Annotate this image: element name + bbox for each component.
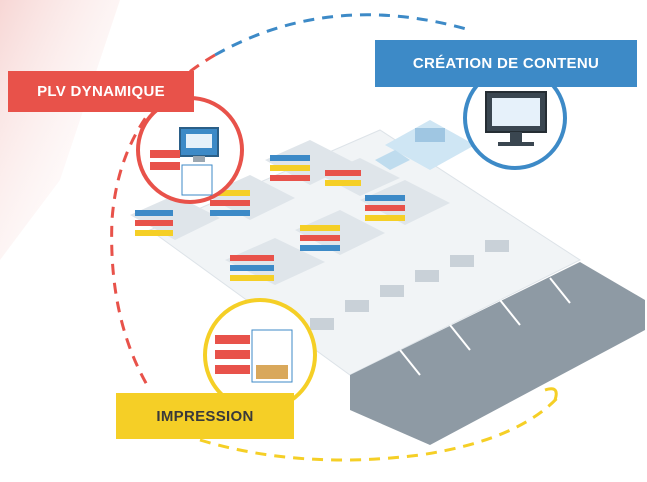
- impression-label: IMPRESSION: [116, 393, 294, 439]
- desk-icon: [415, 128, 445, 142]
- desk-steps: [375, 150, 410, 170]
- shelf-icon: [320, 158, 400, 196]
- parking-lot-icon: [350, 262, 645, 445]
- cash-register-icon: [415, 270, 439, 282]
- shelf-icon: [360, 180, 450, 225]
- yellow-arrow-hook: [544, 387, 558, 401]
- creation-contenu-label: CRÉATION DE CONTENU: [375, 40, 637, 87]
- cash-register-icon: [450, 255, 474, 267]
- creation-circle: [463, 66, 567, 170]
- yellow-dashed-arc: [199, 394, 562, 462]
- checkouts-group: [310, 240, 509, 330]
- cash-register-icon: [485, 240, 509, 252]
- content-desk-floor: [385, 120, 475, 170]
- background-glow: [0, 0, 120, 260]
- cash-register-icon: [310, 318, 334, 330]
- plv-dynamique-label: PLV DYNAMIQUE: [8, 71, 194, 112]
- shelf-icon: [295, 210, 385, 255]
- impression-circle: [203, 298, 317, 412]
- shelf-icon: [225, 238, 325, 285]
- brochure-icon: [181, 164, 213, 196]
- shelf-icon: [130, 195, 220, 240]
- plv-circle: [136, 96, 244, 204]
- cash-register-icon: [345, 300, 369, 312]
- cash-register-icon: [380, 285, 404, 297]
